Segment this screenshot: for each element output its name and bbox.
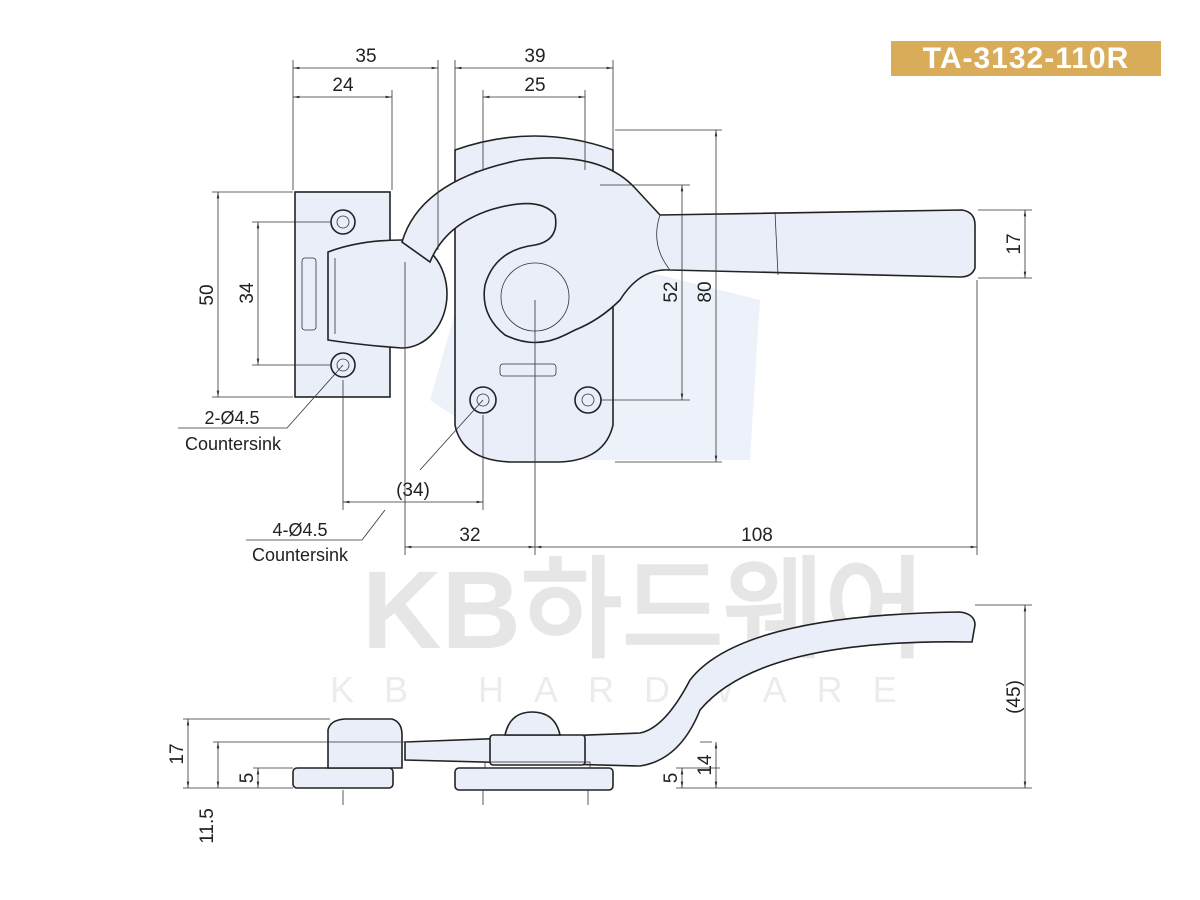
dim-side-14: 14 (695, 754, 716, 776)
dimension-lines-side (183, 604, 1032, 805)
dim-24: 24 (332, 75, 354, 96)
dim-35: 35 (355, 46, 376, 67)
dimension-labels-side: 17 11.5 5 5 14 (45) (167, 680, 1025, 844)
dim-39: 39 (524, 46, 545, 67)
side-view (292, 611, 976, 791)
dim-side-5-left: 5 (237, 773, 258, 784)
watermark-korean: KB하드웨어 (362, 549, 926, 672)
dim-side-17: 17 (167, 743, 188, 764)
dimension-lines-top (178, 60, 1032, 555)
note-base-holes: 4-Ø4.5 (272, 520, 327, 540)
model-number-badge: TA-3132-110R (891, 41, 1161, 76)
dim-80: 80 (695, 281, 716, 302)
dim-32: 32 (459, 525, 480, 546)
dim-52: 52 (661, 281, 682, 302)
dim-side-11-5: 11.5 (197, 808, 218, 844)
note-strike-holes: 2-Ø4.5 (204, 408, 259, 428)
dim-side-45: (45) (1004, 680, 1025, 714)
dim-17-handle: 17 (1004, 233, 1025, 254)
dim-side-5-right: 5 (661, 773, 682, 784)
note-strike-countersink: Countersink (185, 434, 282, 454)
note-base-countersink: Countersink (252, 545, 349, 565)
dimension-labels-top: 35 24 39 25 50 34 52 80 17 (34) 32 108 2… (185, 46, 1025, 565)
dim-108: 108 (741, 525, 773, 546)
watermark-english: KB HARDWARE (330, 669, 927, 710)
dim-34-horizontal: (34) (396, 480, 430, 501)
strike-plate-top (294, 191, 448, 398)
dim-25: 25 (524, 75, 545, 96)
lever-top (401, 157, 976, 344)
dim-34-vertical: 34 (237, 282, 258, 304)
dim-50: 50 (197, 284, 218, 305)
